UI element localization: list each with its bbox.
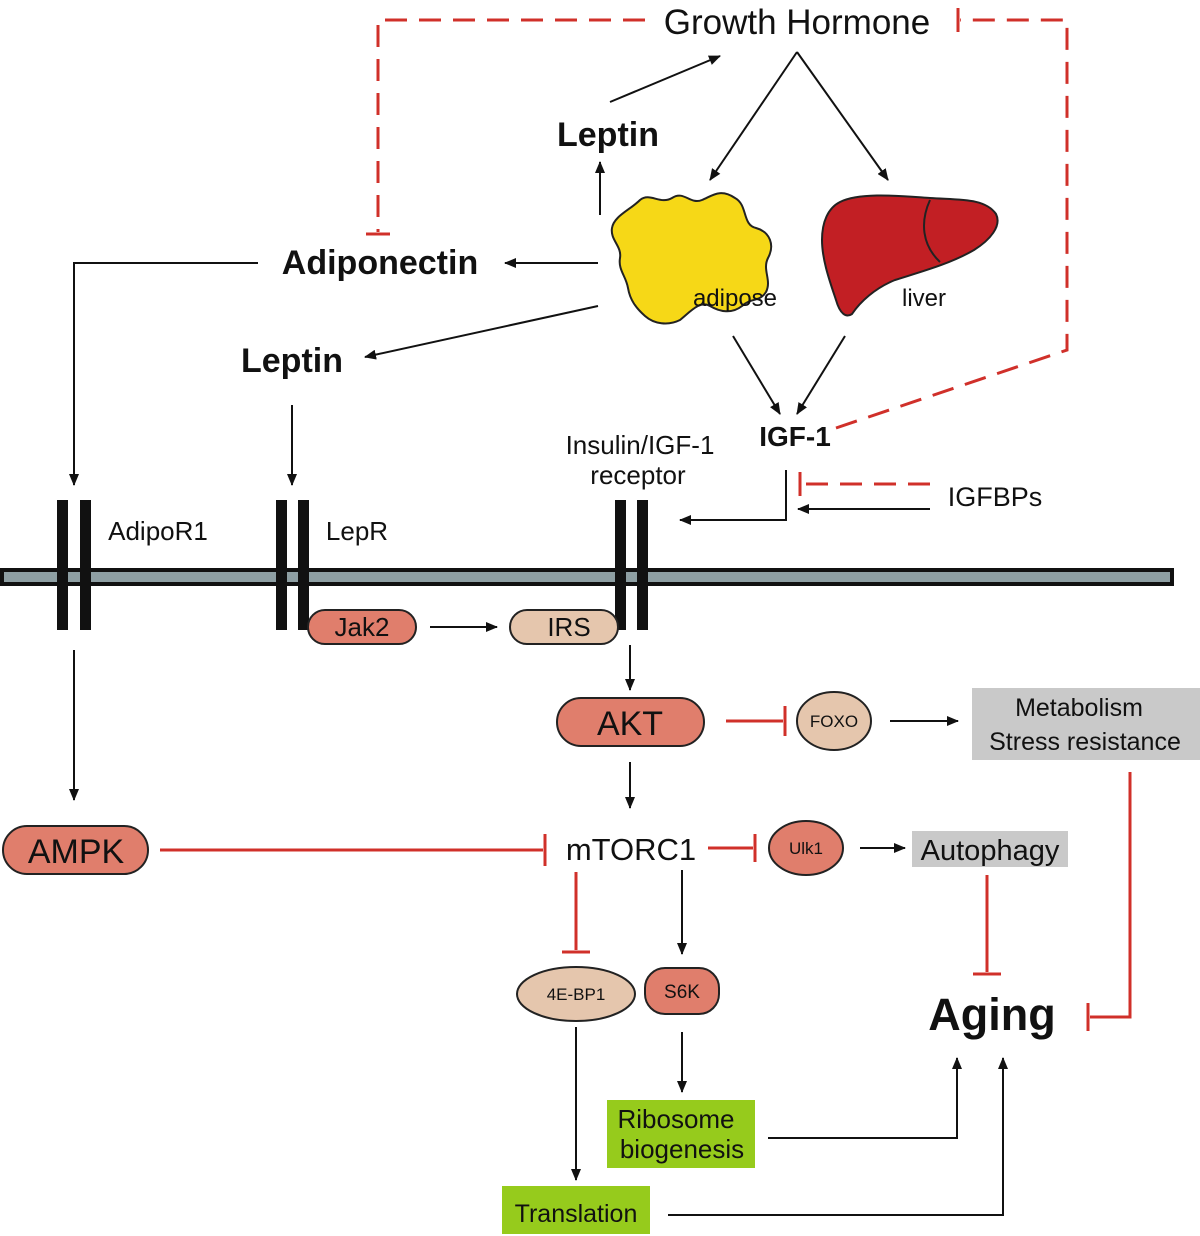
ribosome-label-line1: Ribosome [617, 1104, 734, 1134]
leptin-mid-label: Leptin [241, 342, 343, 380]
aging-label: Aging [928, 989, 1055, 1040]
foxo-label: FOXO [810, 712, 858, 731]
ampk-label: AMPK [28, 833, 125, 871]
jak2-node [307, 609, 417, 645]
irs-label: IRS [547, 612, 590, 642]
igf1-label: IGF-1 [759, 421, 831, 452]
autophagy-label: Autophagy [921, 835, 1060, 867]
autophagy-box [912, 831, 1068, 867]
adipor1-label: AdipoR1 [108, 516, 208, 546]
jak2-label: Jak2 [335, 612, 390, 642]
insulin-receptor-label-line1: Insulin/IGF-1 [566, 430, 715, 460]
akt-node [556, 697, 705, 747]
translation-box [502, 1186, 650, 1234]
growth-hormone-label: Growth Hormone [664, 3, 930, 42]
foxo-node [796, 691, 872, 751]
liver-label: liver [902, 285, 946, 312]
4ebp1-node [516, 966, 636, 1022]
s6k-node [644, 967, 720, 1015]
ribosome-box [607, 1100, 755, 1168]
adipose-tissue-shape [610, 192, 773, 325]
4ebp1-label: 4E-BP1 [547, 985, 606, 1004]
cell-membrane [0, 568, 1174, 586]
stress-resistance-label: Stress resistance [989, 728, 1181, 756]
activation-arrows [69, 51, 1008, 1216]
liver-lobe-line [923, 199, 941, 263]
leptin-top-label: Leptin [557, 116, 659, 154]
akt-label: AKT [597, 705, 663, 743]
irs-node [509, 609, 619, 645]
ulk1-label: Ulk1 [789, 839, 823, 858]
metabolism-box [972, 688, 1200, 760]
ulk1-node [768, 820, 844, 876]
ribosome-label-line2: biogenesis [620, 1134, 744, 1164]
insulin-receptor-label-line2: receptor [590, 460, 686, 490]
ampk-node [2, 825, 149, 875]
adipose-label: adipose [693, 285, 777, 312]
inhibition-lines [160, 8, 1132, 1031]
lepr-receptor [276, 500, 309, 630]
adiponectin-label: Adiponectin [282, 244, 478, 282]
igfbps-label: IGFBPs [948, 482, 1043, 512]
liver-shape [820, 194, 999, 317]
metabolism-label: Metabolism [1015, 694, 1143, 722]
s6k-label: S6K [664, 982, 700, 1003]
mtorc1-label: mTORC1 [566, 832, 696, 867]
adipor1-receptor [57, 500, 91, 630]
insulin-igf1-receptor [615, 500, 648, 630]
translation-label: Translation [515, 1200, 638, 1228]
lepr-label: LepR [326, 516, 388, 546]
